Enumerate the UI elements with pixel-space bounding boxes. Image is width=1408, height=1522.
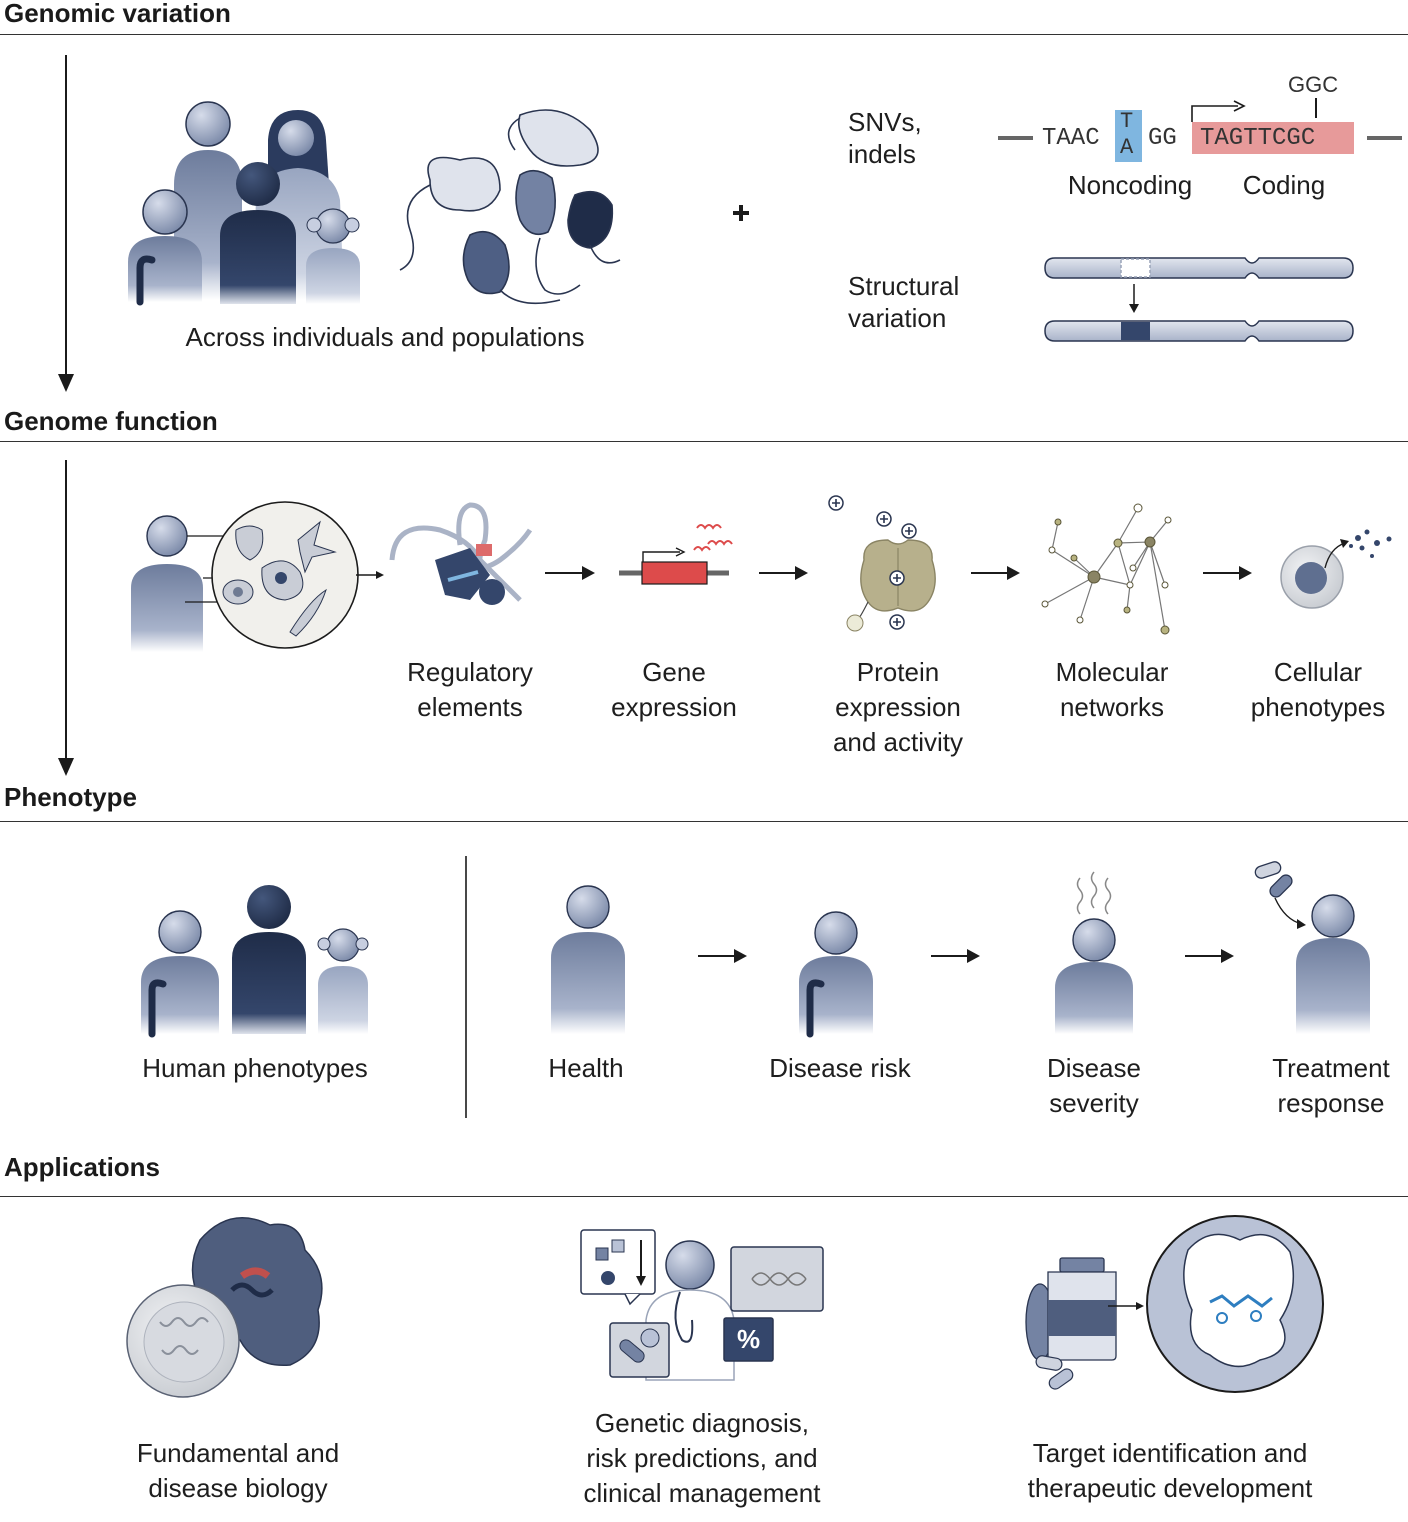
- step-molecular-networks: Molecular networks: [1055, 657, 1169, 722]
- arrow-icon: [759, 566, 808, 580]
- step-protein-expression: Protein expression and activity: [832, 657, 964, 757]
- gene-icon: [619, 524, 733, 585]
- application-genetic-diagnosis: Genetic diagnosis, risk predictions, and…: [583, 1408, 821, 1508]
- drug-target-illustration: [1025, 1215, 1324, 1393]
- step-gene-expression: Gene expression: [611, 657, 737, 722]
- cell-icon: [1280, 529, 1392, 609]
- seq-variant-bottom: A: [1120, 135, 1134, 160]
- cell-biology-illustration: [126, 1217, 323, 1398]
- clinician-illustration: [580, 1229, 824, 1381]
- human-phenotypes-illustration: [141, 885, 369, 1038]
- arrow-icon: [971, 566, 1020, 580]
- application-fundamental-biology: Fundamental and disease biology: [136, 1438, 340, 1503]
- snv-label-text: SNVs, indels: [848, 107, 922, 169]
- step-cellular-phenotypes: Cellular phenotypes: [1250, 657, 1386, 722]
- dna-sequence: [998, 98, 1402, 162]
- noncoding-label: Noncoding: [1067, 170, 1193, 200]
- arrow-icon: [698, 949, 747, 963]
- section-title-genome-function: Genome function: [4, 406, 218, 436]
- arrow-icon: [1203, 566, 1252, 580]
- phenotype-treatment-response: Treatment response: [1272, 1053, 1390, 1118]
- snv-label: SNVs, indels: [848, 106, 922, 170]
- populations-caption: Across individuals and populations: [185, 322, 585, 352]
- phenotype-health: Health: [548, 1053, 624, 1083]
- network-icon: [1041, 503, 1172, 635]
- chromatin-loop-icon: [389, 502, 533, 605]
- percent-icon: %: [736, 1324, 761, 1354]
- flow-arrow: [58, 55, 74, 392]
- family-illustration: [128, 101, 360, 306]
- chromosome-diagram: [1044, 257, 1354, 342]
- person-treatment-icon: [1254, 861, 1370, 1034]
- divider: [0, 821, 1408, 822]
- seq-noncoding-right: GG: [1148, 125, 1177, 152]
- arrow-icon: [931, 949, 980, 963]
- seq-alt-allele: GGC: [1288, 72, 1339, 97]
- divider: [0, 441, 1408, 442]
- person-disease-severity-icon: [1055, 871, 1133, 1034]
- human-phenotypes-label: Human phenotypes: [142, 1053, 368, 1083]
- person-with-cells: [131, 501, 359, 652]
- section-title-applications: Applications: [4, 1152, 161, 1182]
- structural-variation-text: Structural variation: [848, 271, 960, 333]
- plus-icon: [733, 205, 749, 221]
- arrow-icon: [545, 566, 595, 580]
- phenotype-disease-risk: Disease risk: [769, 1053, 911, 1083]
- section-title-genomic-variation: Genomic variation: [4, 0, 231, 28]
- protein-icon: [828, 495, 936, 632]
- seq-noncoding-left: TAAC: [1042, 125, 1100, 152]
- coding-label: Coding: [1242, 170, 1326, 200]
- application-therapeutic-development: Target identification and therapeutic de…: [1027, 1438, 1313, 1503]
- flow-arrow: [58, 460, 74, 776]
- arrow-icon: [1185, 949, 1234, 963]
- mice-illustration: [399, 109, 621, 305]
- seq-coding: TAGTTCGC: [1200, 125, 1316, 152]
- divider: [0, 34, 1408, 35]
- seq-variant-top: T: [1120, 109, 1134, 134]
- divider: [0, 1196, 1408, 1197]
- phenotype-disease-severity: Disease severity: [1047, 1053, 1141, 1118]
- structural-variation-label: Structural variation: [848, 270, 959, 334]
- person-disease-risk-icon: [799, 911, 873, 1038]
- person-health-icon: [551, 885, 625, 1034]
- arrow-icon: [356, 571, 384, 579]
- step-regulatory-elements: Regulatory elements: [407, 657, 533, 722]
- section-title-phenotype: Phenotype: [4, 782, 137, 812]
